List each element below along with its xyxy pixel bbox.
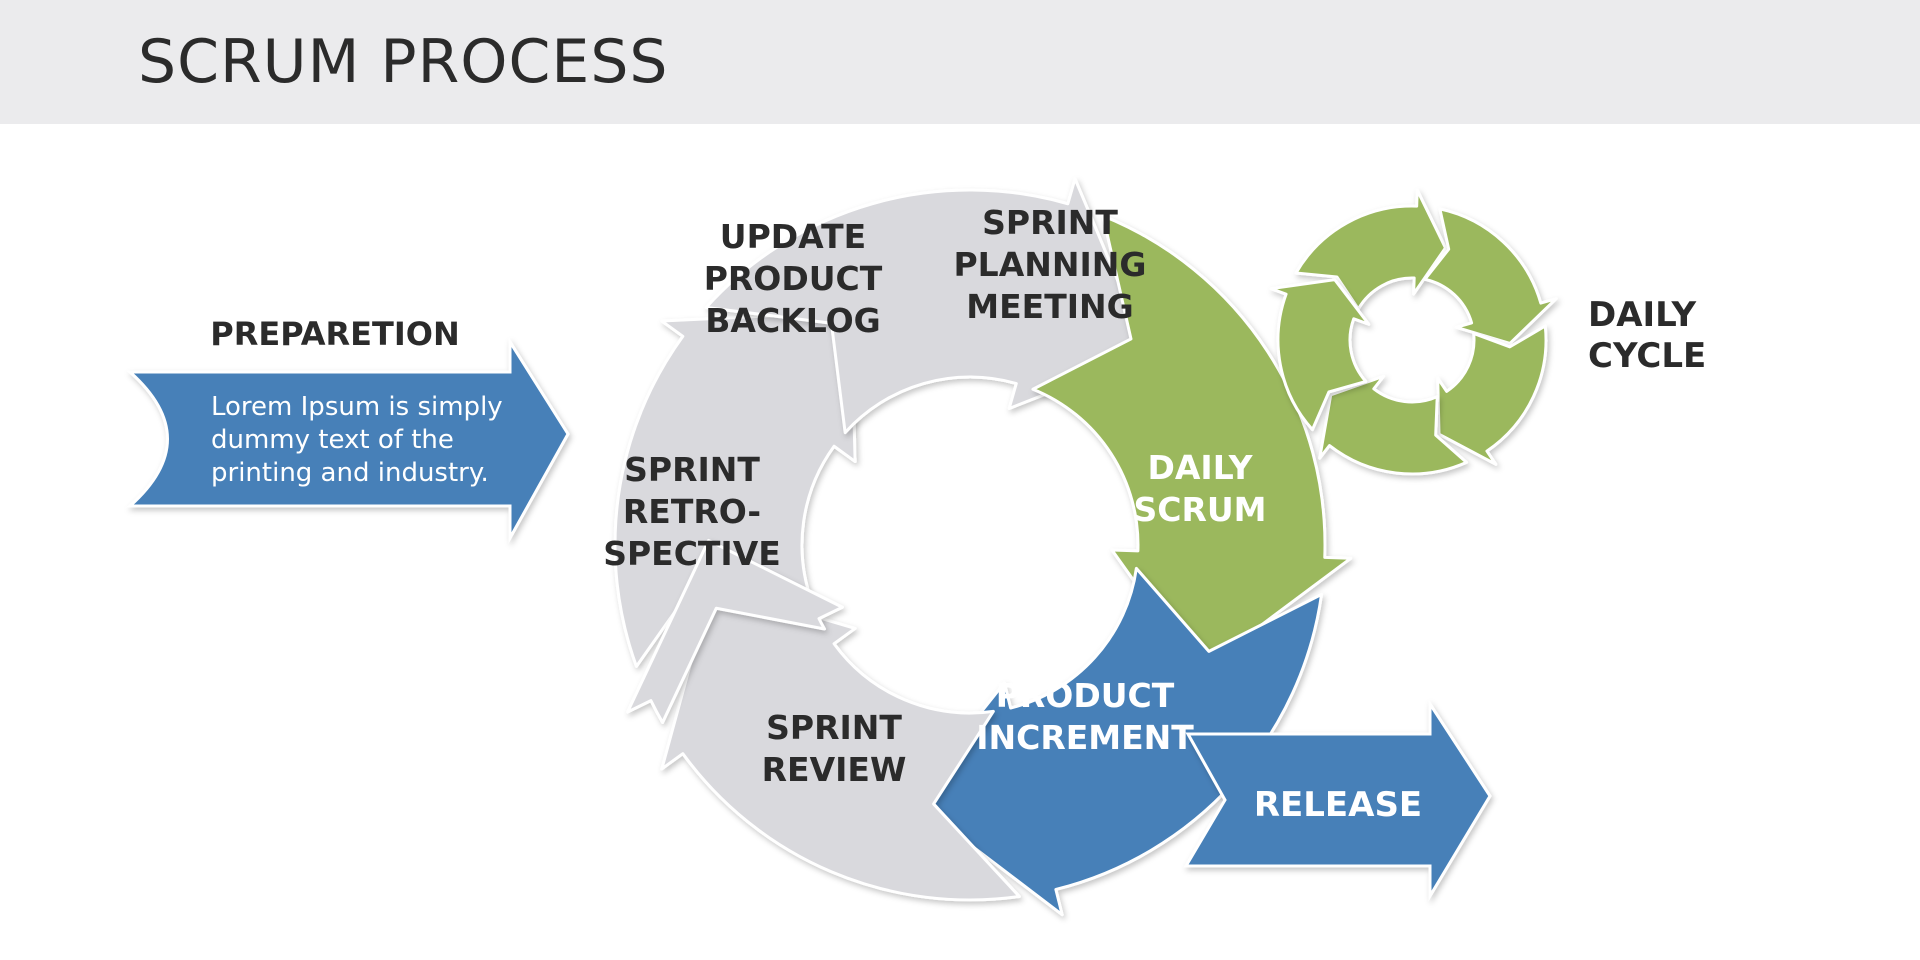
cycle-segment [613, 310, 857, 668]
cycle-segment-label-line: REVIEW [762, 750, 907, 789]
cycle-segment-label-line: PLANNING [954, 245, 1147, 284]
cycle-segment [909, 566, 1324, 917]
daily-cycle-arrow [1318, 374, 1468, 476]
preparation-arrow: PREPARETION Lorem Ipsum is simply dummy … [126, 315, 570, 544]
cycle-segment-shape [613, 310, 857, 668]
cycle-segment-shape [909, 566, 1324, 917]
preparation-arrow-shape [126, 336, 570, 544]
preparation-body: Lorem Ipsum is simply dummy text of the … [211, 392, 511, 488]
release-label: RELEASE [1254, 785, 1422, 825]
cycle-segment-label-line: SPRINT [982, 203, 1118, 242]
daily-cycle-arrow [1436, 324, 1548, 466]
daily-cycle-label: DAILY CYCLE [1588, 295, 1708, 376]
cycle-segment-label-line: SPECTIVE [603, 534, 781, 573]
cycle-segment [626, 538, 844, 724]
cycle-segment-label-line: DAILY [1148, 448, 1254, 487]
cycle-segment-label-line: SCRUM [1133, 490, 1266, 529]
daily-cycle-ring [1269, 188, 1558, 476]
cycle-segment-label-line: SPRINT [624, 450, 760, 489]
page-title: SCRUM PROCESS [138, 27, 669, 97]
daily-cycle-label-line: CYCLE [1588, 336, 1706, 376]
cycle-segment-label-line: MEETING [966, 287, 1133, 326]
preparation-body-line: Lorem Ipsum is simply [211, 392, 503, 422]
cycle-segment-shape [626, 538, 844, 724]
cycle-segment-label-line: PRODUCT [996, 676, 1175, 715]
cycle-segment-label-line: PRODUCT [704, 259, 883, 298]
preparation-body-line: printing and industry. [211, 458, 489, 488]
cycle-segment-label-line: SPRINT [766, 708, 902, 747]
cycle-segment-label-line: UPDATE [720, 217, 866, 256]
cycle-segment-shape [704, 177, 1150, 435]
cycle-segment [1031, 214, 1353, 674]
cycle-segment-label-line: BACKLOG [705, 301, 880, 340]
cycle-segment-shape [660, 584, 1021, 902]
cycle-segment-label-line: RETRO- [623, 492, 761, 531]
daily-cycle-arrow [1294, 188, 1448, 311]
header-band [0, 0, 1920, 124]
daily-cycle-label-line: DAILY [1588, 295, 1697, 335]
cycle-segment [660, 584, 1021, 902]
release-arrow: RELEASE [1183, 698, 1492, 902]
cycle-segment-shape [1031, 214, 1353, 674]
preparation-body-line: dummy text of the [211, 425, 454, 455]
release-arrow-shape [1183, 698, 1492, 902]
preparation-heading: PREPARETION [210, 315, 459, 353]
daily-cycle-arrow [1269, 278, 1371, 432]
daily-cycle-arrow [1423, 207, 1558, 345]
cycle-segment-label-line: INCREMENT [976, 718, 1194, 757]
cycle-segment [704, 177, 1150, 435]
